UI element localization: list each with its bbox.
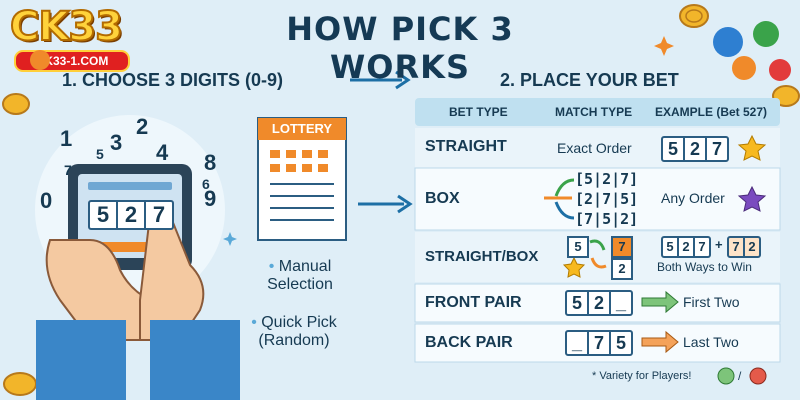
digit: _	[615, 293, 626, 313]
star-icon	[562, 256, 586, 278]
digit: 7	[152, 202, 166, 227]
logo-text: CK33	[9, 3, 124, 51]
example-text: Any Order	[661, 190, 725, 206]
coin-icon	[2, 93, 30, 115]
tablet-digit-display: 5 2 7	[88, 200, 174, 230]
arrow-right-icon	[641, 290, 679, 314]
table-header: BET TYPE MATCH TYPE EXAMPLE (Bet 527)	[415, 98, 780, 126]
digit: 2	[589, 292, 611, 314]
permutation: [7|5|2]	[575, 210, 639, 228]
quick-line2: (Random)	[258, 332, 330, 349]
arrow-icon	[554, 201, 575, 220]
arrow-right-icon	[641, 330, 679, 354]
floating-digit: 8	[204, 150, 217, 175]
arrow-icon	[554, 178, 575, 197]
example-digits: 7 2	[727, 236, 761, 258]
step-place-bet: 2. PLACE YOUR BET	[500, 70, 679, 90]
ticket-label: LOTTERY	[271, 121, 333, 136]
ball-icon	[769, 59, 791, 81]
manual-selection-label: • Manual Selection	[250, 258, 350, 294]
arrow-right-icon	[350, 70, 411, 90]
digit: 2	[685, 138, 707, 160]
table-row: STRAIGHT Exact Order 5 2 7	[415, 128, 780, 168]
face-icon	[717, 367, 735, 385]
bet-type-label: FRONT PAIR	[425, 294, 522, 311]
star-icon	[737, 185, 767, 212]
example-digits: 5 2 7	[661, 236, 711, 258]
digit: 2	[748, 239, 756, 254]
header-example: EXAMPLE (Bet 527)	[655, 105, 768, 119]
face-icon	[749, 367, 767, 385]
example-text: First Two	[683, 294, 740, 310]
bet-type-label: BOX	[425, 190, 460, 207]
table-row: FRONT PAIR 5 2 _ First Two	[415, 284, 780, 322]
number-box: 5	[567, 236, 589, 258]
digit: 5	[615, 333, 626, 353]
digit: 5	[90, 202, 118, 228]
ball-icon	[713, 27, 743, 57]
floating-digit: 6	[202, 176, 210, 192]
floating-digit: 0	[40, 188, 53, 213]
floating-digit: 5	[96, 146, 104, 162]
bet-type-label: STRAIGHT/BOX	[425, 248, 539, 265]
pair-digits: 5 2 _	[565, 290, 633, 316]
coin-icon	[3, 372, 37, 396]
floating-digit: 7	[64, 162, 72, 178]
floating-digit: 3	[110, 130, 123, 155]
digit: 2	[679, 238, 695, 256]
example-text: Both Ways to Win	[657, 260, 752, 274]
match-type: Exact Order	[557, 140, 632, 156]
sparkle-icon	[654, 36, 674, 56]
example-text: Last Two	[683, 334, 739, 350]
table-row: BACK PAIR _ 7 5 Last Two	[415, 324, 780, 362]
digit: 7	[729, 238, 745, 256]
footnote-separator: /	[738, 369, 742, 383]
number-box: 7	[611, 236, 633, 258]
permutation: [2|7|5]	[575, 190, 639, 208]
digit: 7	[589, 332, 611, 354]
digit: 5	[663, 138, 685, 160]
floating-digit: 4	[156, 140, 169, 165]
coin-icon	[679, 4, 709, 28]
table-row: BOX [5|2|7] [2|7|5] [7|5|2] Any Order	[415, 168, 780, 230]
header-bet-type: BET TYPE	[449, 105, 508, 119]
digit: 7	[698, 239, 706, 254]
pair-digits: _ 7 5	[565, 330, 633, 356]
cycle-arrow-icon	[590, 257, 607, 269]
manual-line1: Manual	[278, 258, 332, 275]
quick-line1: Quick Pick	[261, 314, 337, 331]
ball-icon	[30, 50, 50, 70]
permutation: [5|2|7]	[575, 170, 639, 188]
plus-sign: +	[715, 237, 723, 252]
cycle-arrow-icon	[589, 239, 606, 251]
footnote: * Variety for Players!	[592, 370, 692, 382]
page-title: HOW PICK 3 WORKS	[286, 10, 514, 86]
floating-digit: 9	[204, 186, 217, 211]
floating-digit: 2	[136, 114, 149, 139]
digit: _	[567, 332, 589, 354]
floating-digit: 1	[60, 126, 73, 151]
digit: 5	[663, 238, 679, 256]
digit: 5	[567, 292, 589, 314]
table-row: STRAIGHT/BOX 5 7 2 5 2 7 + 7 2 Both Ways…	[415, 232, 780, 282]
example-digits: 5 2 7	[661, 136, 729, 162]
lottery-ticket-icon	[257, 117, 347, 241]
bet-type-label: STRAIGHT	[425, 138, 507, 155]
hands-icon	[36, 209, 240, 400]
header-match-type: MATCH TYPE	[555, 105, 633, 119]
ball-icon	[732, 56, 756, 80]
quick-pick-label: • Quick Pick (Random)	[244, 314, 344, 350]
bet-type-table: BET TYPE MATCH TYPE EXAMPLE (Bet 527) ST…	[415, 98, 780, 366]
digit: 2	[118, 202, 146, 228]
number-box: 2	[611, 258, 633, 280]
sparkle-icon	[223, 232, 237, 246]
manual-line2: Selection	[267, 276, 333, 293]
arrow-right-icon	[358, 194, 413, 214]
bet-type-label: BACK PAIR	[425, 334, 513, 351]
star-icon	[737, 134, 767, 161]
ball-icon	[753, 21, 779, 47]
step-choose-digits: 1. CHOOSE 3 DIGITS (0-9)	[62, 70, 284, 90]
digit: 7	[711, 139, 722, 159]
